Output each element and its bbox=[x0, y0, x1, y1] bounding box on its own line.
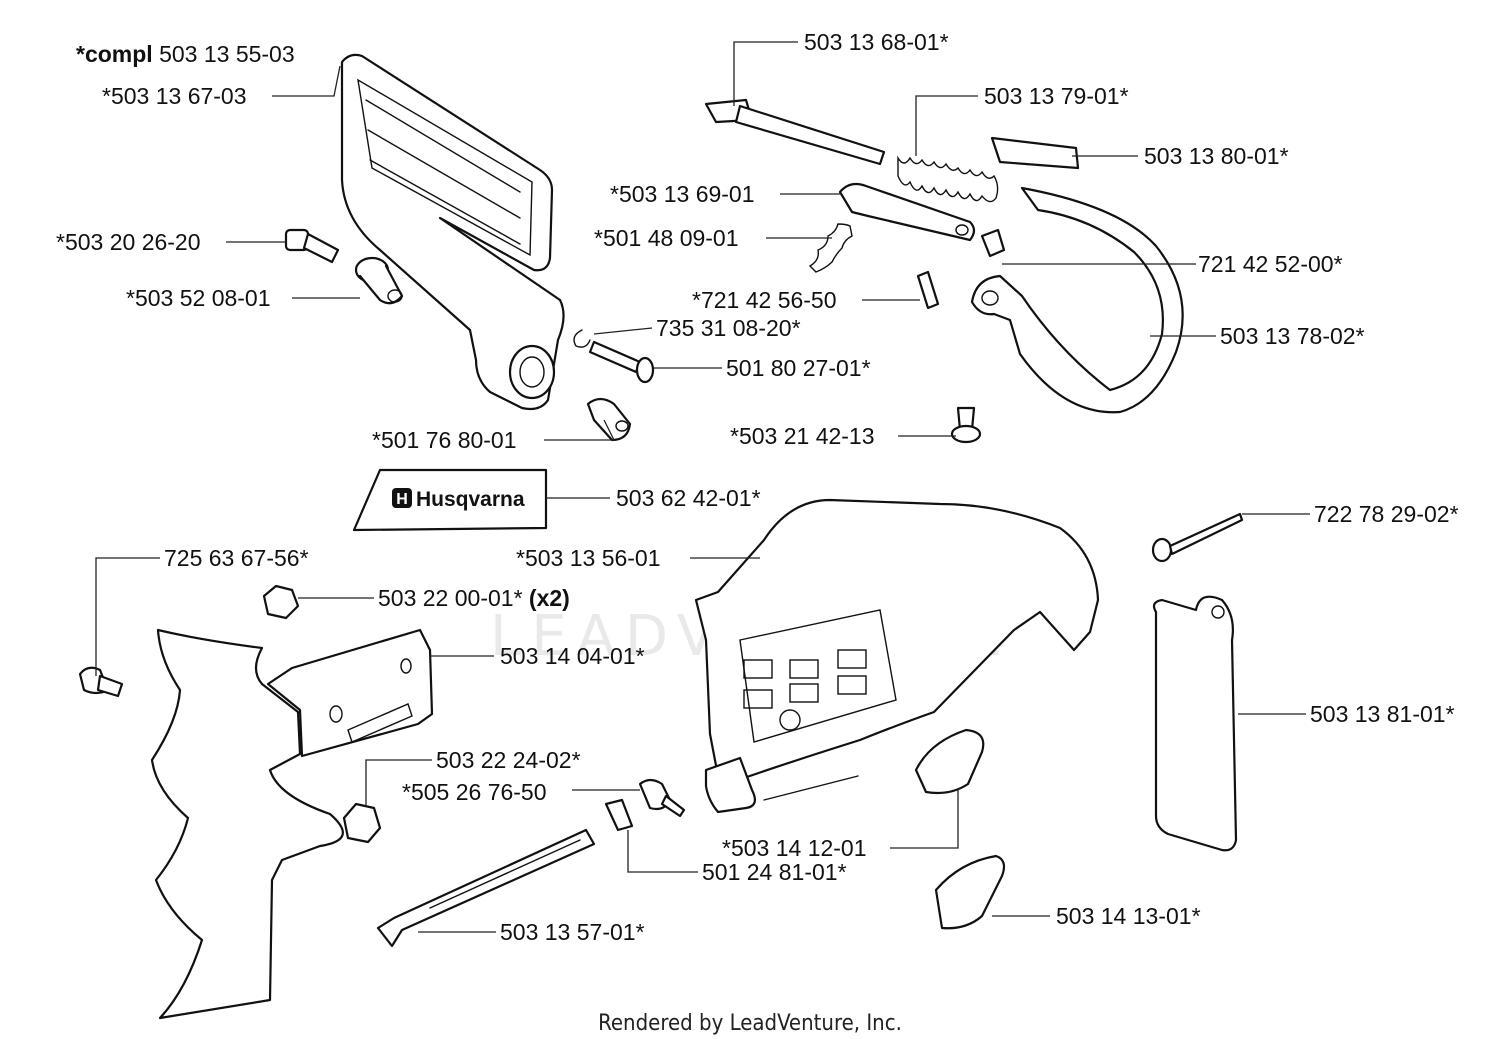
latch-drawing bbox=[838, 182, 976, 242]
husqvarna-logo-text: Husqvarna bbox=[416, 488, 525, 511]
nut-drawing bbox=[586, 397, 632, 442]
part-label: 722 78 29-02* bbox=[1314, 501, 1459, 527]
part-label: *501 76 80-01 bbox=[372, 427, 517, 453]
brake-band-drawing bbox=[970, 186, 1184, 414]
part-label-compl: *compl 503 13 55-03 bbox=[76, 41, 295, 67]
part-label: 503 14 13-01* bbox=[1056, 903, 1201, 929]
spring-drawing bbox=[897, 155, 999, 203]
plate-drawing bbox=[1152, 595, 1238, 852]
part-label: 503 13 81-01* bbox=[1310, 701, 1455, 727]
part-label-x2: 503 22 00-01* (x2) bbox=[378, 585, 570, 611]
part-label: *503 14 12-01 bbox=[722, 835, 867, 861]
part-label: *503 13 56-01 bbox=[516, 545, 661, 571]
part-label: 735 31 08-20* bbox=[656, 315, 801, 341]
flat-screw-drawing bbox=[78, 666, 124, 698]
part-label: 503 13 79-01* bbox=[984, 83, 1129, 109]
part-label: 503 13 78-02* bbox=[1220, 323, 1365, 349]
part-label: *503 52 08-01 bbox=[126, 285, 271, 311]
part-label: *721 42 56-50 bbox=[692, 287, 837, 313]
nut-hex-drawing bbox=[262, 584, 382, 844]
part-label: 725 63 67-56* bbox=[164, 545, 309, 571]
screw-drawing bbox=[950, 406, 982, 444]
bushing-drawing bbox=[354, 256, 404, 305]
part-label: *503 13 67-03 bbox=[102, 83, 247, 109]
leader-lines bbox=[95, 41, 1310, 933]
insert-drawing bbox=[990, 136, 1080, 170]
clutch-cover-drawing bbox=[694, 498, 1100, 814]
part-label: *505 26 76-50 bbox=[402, 779, 547, 805]
chain-guide-drawing bbox=[914, 728, 1006, 930]
handguard-drawing bbox=[340, 53, 565, 411]
tensioner-drawing bbox=[376, 778, 686, 948]
footer-credit: Rendered by LeadVenture, Inc. bbox=[598, 1011, 902, 1036]
side-plate-drawing bbox=[150, 628, 344, 1020]
part-label: 503 13 80-01* bbox=[1144, 143, 1289, 169]
part-label: 501 80 27-01* bbox=[726, 355, 871, 381]
part-label: *501 48 09-01 bbox=[594, 225, 739, 251]
small-spring-drawing bbox=[808, 223, 853, 273]
svg-text:H: H bbox=[396, 491, 408, 508]
part-label: 503 22 24-02* bbox=[436, 747, 581, 773]
part-label: 503 14 04-01* bbox=[500, 643, 645, 669]
rivet-drawing bbox=[1151, 512, 1244, 563]
part-label: 503 62 42-01* bbox=[616, 485, 761, 511]
part-label: *503 21 42-13 bbox=[730, 423, 875, 449]
part-label: *503 20 26-20 bbox=[56, 229, 201, 255]
part-label: *503 13 69-01 bbox=[610, 181, 755, 207]
pin-drawing bbox=[573, 329, 655, 384]
decal-drawing: H Husqvarna bbox=[352, 468, 548, 532]
bar-plate-drawing bbox=[266, 628, 434, 758]
bolt-drawing bbox=[284, 228, 340, 264]
roll-pin-drawing bbox=[916, 228, 1006, 310]
part-label: 501 24 81-01* bbox=[702, 859, 847, 885]
part-label: 721 42 52-00* bbox=[1198, 251, 1343, 277]
part-label: 503 13 68-01* bbox=[804, 29, 949, 55]
part-label: 503 13 57-01* bbox=[500, 919, 645, 945]
brake-lever-drawing bbox=[704, 98, 886, 166]
